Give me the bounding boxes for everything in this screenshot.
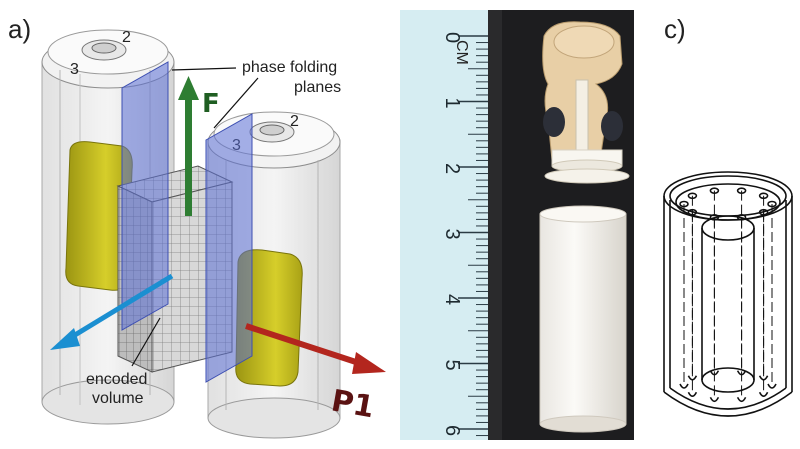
arrow-F [178,76,199,216]
ruler-unit: CM [453,40,470,65]
coil-mark-2-right: 2 [290,113,299,130]
rod-bottom [758,375,769,381]
panel-c-drawing [663,171,793,417]
panel-label-c: c) [664,14,686,44]
ruler-ticks [458,35,488,437]
axis-label-F: F [202,89,220,119]
ruler-label: 1 [441,98,463,109]
phase-folding-plane-right [205,113,253,383]
leader-encoded [131,317,161,367]
rod-bottom [709,396,720,403]
ruler-label: 2 [441,163,463,174]
phase-folding-plane-left [121,61,169,331]
panel-label-a: a) [8,14,32,44]
left-coil-cylinder [41,29,175,425]
leader-phase-left [171,67,237,71]
axis-label-P1: P1 [329,383,377,425]
sample-holder-cylinder [539,205,627,433]
arrow-P1 [245,323,386,374]
ruler-label: 5 [441,360,463,371]
ruler [400,10,490,440]
rod-bottom [758,391,769,398]
panel-a-diagram: 2 3 2 3 F [41,29,386,439]
ruler-label: 6 [441,425,463,436]
rod-array [679,187,777,403]
annotation-encoded-2: volume [92,390,144,407]
ruler-label: 3 [441,229,463,240]
panel-b-photo: CM 0 1 2 3 4 5 6 [400,10,634,440]
coil-mark-3: 3 [70,61,79,78]
rod-bottom [679,383,689,389]
rod-bottom [736,370,747,376]
annotation-encoded-1: encoded [86,371,147,388]
arrow-depth [50,273,174,350]
annotation-phase-folding-2: planes [294,79,341,96]
coil-mark-2: 2 [122,29,131,46]
sample-holder-top [542,21,630,184]
ruler-label: 4 [441,294,463,305]
rod-bottom [736,396,747,403]
ruler-label: 0 [441,32,463,43]
rod-bottom [709,370,720,376]
rod-bottom [767,383,777,389]
rod-bottom [687,391,698,398]
ruler-labels: 0 1 2 3 4 5 6 [441,32,463,436]
annotation-phase-folding-1: phase folding [242,59,337,76]
leader-phase-right [213,77,259,129]
rod-bottom [687,375,698,381]
